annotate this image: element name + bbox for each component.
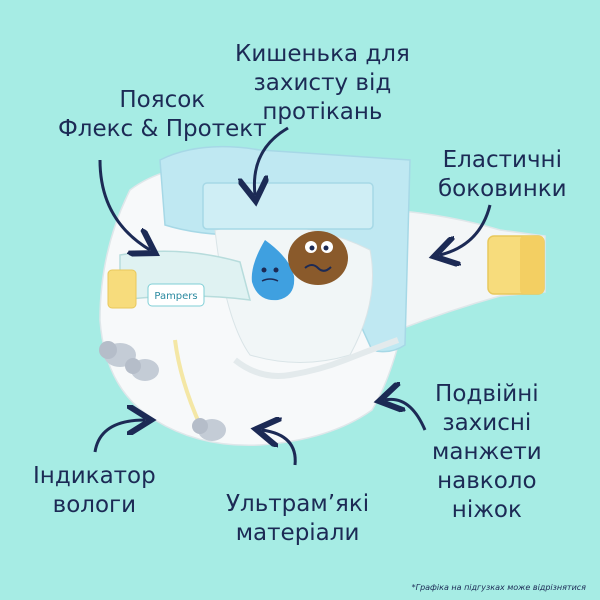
brand-logo-text: Pampers [154, 291, 197, 302]
label-sides-line-2: боковинки [438, 176, 567, 202]
fastening-tab-stripe [520, 236, 544, 294]
arrow-materials [262, 430, 297, 466]
label-waistband-line-2: Флекс & Протект [58, 116, 267, 142]
label-cuffs-line-3: манжети [432, 439, 542, 465]
label-cuffs-line-2: захисні [442, 410, 532, 436]
label-indicator: Індикатор вологи [33, 462, 156, 520]
label-cuffs: Подвійні захисні манжети навколо ніжок [432, 380, 542, 525]
label-waistband-line-1: Поясок [119, 87, 206, 113]
arrow-sides [440, 204, 492, 255]
arrow-indicator [93, 420, 145, 453]
label-materials-line-2: матеріали [235, 520, 360, 546]
arrow-cuffs [385, 399, 427, 431]
brand-logo-box [147, 283, 205, 307]
label-pocket: Кишенька для захисту від протікань [235, 40, 410, 127]
label-cuffs-line-1: Подвійні [435, 381, 539, 407]
label-indicator-line-1: Індикатор [33, 463, 156, 489]
wetness-indicator-stripe [173, 339, 202, 426]
label-pocket-line-1: Кишенька для [235, 41, 410, 67]
label-waistband: Поясок Флекс & Протект [58, 86, 267, 144]
elephant-print-2 [125, 358, 159, 381]
arrow-waistband [98, 159, 150, 250]
leg-cuff [233, 337, 400, 379]
label-sides-line-1: Еластичні [442, 147, 562, 173]
arrow-pocket [254, 126, 289, 195]
top-pocket-strip [202, 182, 374, 230]
elephant-print-3 [192, 418, 226, 441]
label-cuffs-line-5: ніжок [451, 497, 522, 523]
water-drop-character [251, 240, 295, 301]
label-cuffs-line-4: навколо [437, 468, 537, 494]
label-materials: Ультрам’які матеріали [226, 490, 369, 548]
label-pocket-line-2: захисту від [253, 70, 392, 96]
label-sides: Еластичні боковинки [438, 146, 567, 204]
label-pocket-line-3: протікань [262, 99, 383, 125]
fastening-tab-left [107, 269, 137, 309]
footnote: *Графіка на підгузках може відрізнятися [411, 583, 586, 592]
label-indicator-line-2: вологи [52, 492, 137, 518]
poop-character [288, 231, 348, 285]
label-materials-line-1: Ультрам’які [226, 491, 370, 517]
